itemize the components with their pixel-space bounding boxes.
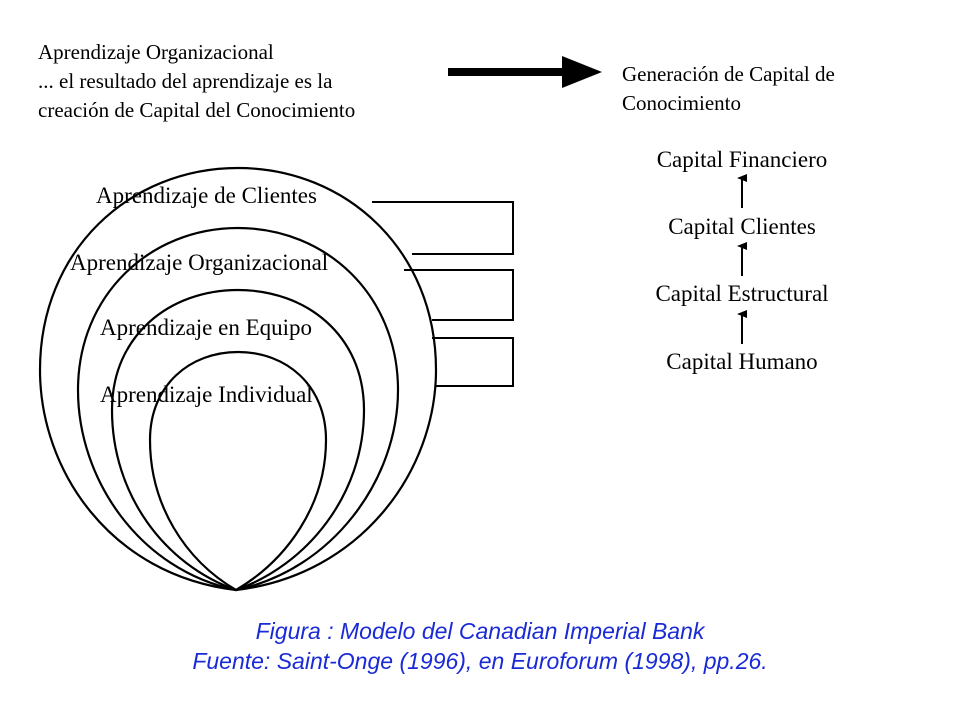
ellipse-organizacional (76, 226, 400, 592)
ellipse-individual (148, 350, 328, 592)
bracket-equipo-individual (432, 337, 514, 387)
capital-estructural: Capital Estructural (655, 281, 829, 306)
bracket-organizacional-equipo (404, 269, 514, 321)
main-arrow (448, 56, 602, 88)
intro-line-1: Aprendizaje Organizacional (38, 40, 274, 64)
figure-source: Fuente: Saint-Onge (1996), en Euroforum … (192, 648, 768, 674)
intro-line-3: creación de Capital del Conocimiento (38, 98, 356, 122)
ellipse-equipo (110, 288, 366, 592)
learning-label-organizacional: Aprendizaje Organizacional (70, 250, 329, 275)
capital-financiero: Capital Financiero (656, 147, 828, 172)
ellipse-clientes (38, 166, 438, 592)
generation-text-block: Generación de Capital de Conocimiento (622, 60, 835, 118)
learning-label-individual: Aprendizaje Individual (100, 382, 313, 407)
intro-text-block: Aprendizaje Organizacional ... el result… (38, 38, 355, 125)
learning-label-equipo: Aprendizaje en Equipo (100, 315, 313, 340)
intro-line-2: ... el resultado del aprendizaje es la (38, 69, 333, 93)
generation-line-1: Generación de Capital de (622, 62, 835, 86)
learning-label-clientes: Aprendizaje de Clientes (96, 183, 317, 208)
bracket-clientes-organizacional (372, 201, 514, 255)
capital-humano: Capital Humano (666, 349, 818, 374)
capital-clientes: Capital Clientes (668, 214, 816, 239)
generation-line-2: Conocimiento (622, 91, 741, 115)
figure-caption: Figura : Modelo del Canadian Imperial Ba… (255, 618, 705, 644)
